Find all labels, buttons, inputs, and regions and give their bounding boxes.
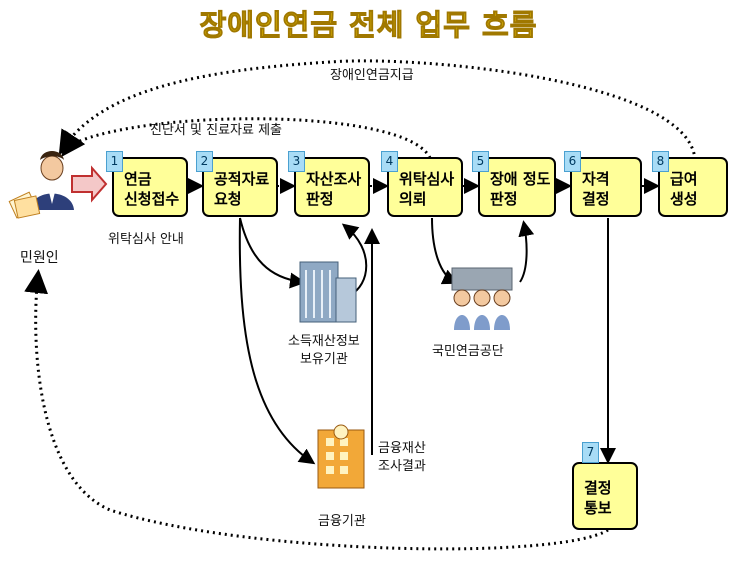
step-line1: 위탁심사 [399,170,455,188]
step-line2: 통보 [584,499,612,517]
financial-result-label: 금융재산 조사결과 [378,441,426,474]
documents-arc-label: 진단서 및 진료자료 제출 [150,123,282,138]
pension-service-label: 국민연금공단 [432,344,504,359]
step-line2: 신청접수 [124,190,180,208]
page-title: 장애인연금 전체 업무 흐름 [199,8,538,43]
bank-building-icon [317,424,365,489]
step-number: 5 [472,151,489,172]
step-line1: 자격 [582,170,610,188]
step-number: 8 [652,151,669,172]
income-org-label: 소득재산정보 보유기관 [288,334,360,367]
step-number: 3 [288,151,305,172]
step-number: 1 [106,151,123,172]
step-box-benefit-generation: 8 급여 생성 [652,151,728,217]
step-line2: 의뢰 [399,190,427,208]
payment-arc [58,59,697,161]
step-box-public-data-request: 2 공적자료 요청 [196,151,278,217]
step-line2: 판정 [306,190,334,208]
step-box-eligibility-decision: 6 자격 결정 [564,151,642,217]
step-box-asset-assessment: 3 자산조사 판정 [288,151,370,217]
applicant-person-icon [30,151,74,210]
step-number: 6 [564,151,581,172]
step-box-disability-grading: 5 장애 정도 판정 [472,151,556,217]
step-line1: 연금 [124,170,152,188]
payment-arc-label: 장애인연금지급 [330,68,414,83]
applicant-label: 민원인 [20,250,59,266]
step-line1: 결정 [584,479,612,497]
step-line2: 요청 [214,190,242,208]
step-box-decision-notice: 7 결정 통보 [572,442,638,530]
step-box-delegated-review: 4 위탁심사 의뢰 [381,151,463,217]
financial-institution-label: 금융기관 [318,514,366,529]
step-line1: 장애 정도 [490,170,551,188]
step1-note: 위탁심사 안내 [108,232,184,247]
step-number: 2 [196,151,213,172]
pension-service-icon [451,267,513,330]
documents-arc [61,117,432,159]
step-line1: 급여 [670,170,698,188]
step-line1: 자산조사 [306,170,362,188]
step-line2: 결정 [582,190,610,208]
documents-icon [8,191,41,219]
step-number: 4 [381,151,398,172]
step-line2: 생성 [670,190,698,208]
step-box-application: 1 연금 신청접수 [106,151,188,217]
step-line1: 공적자료 [214,170,270,188]
entry-arrow [71,165,108,203]
step-number: 7 [582,442,599,463]
office-building-icon [299,261,357,323]
step-line2: 판정 [490,190,518,208]
